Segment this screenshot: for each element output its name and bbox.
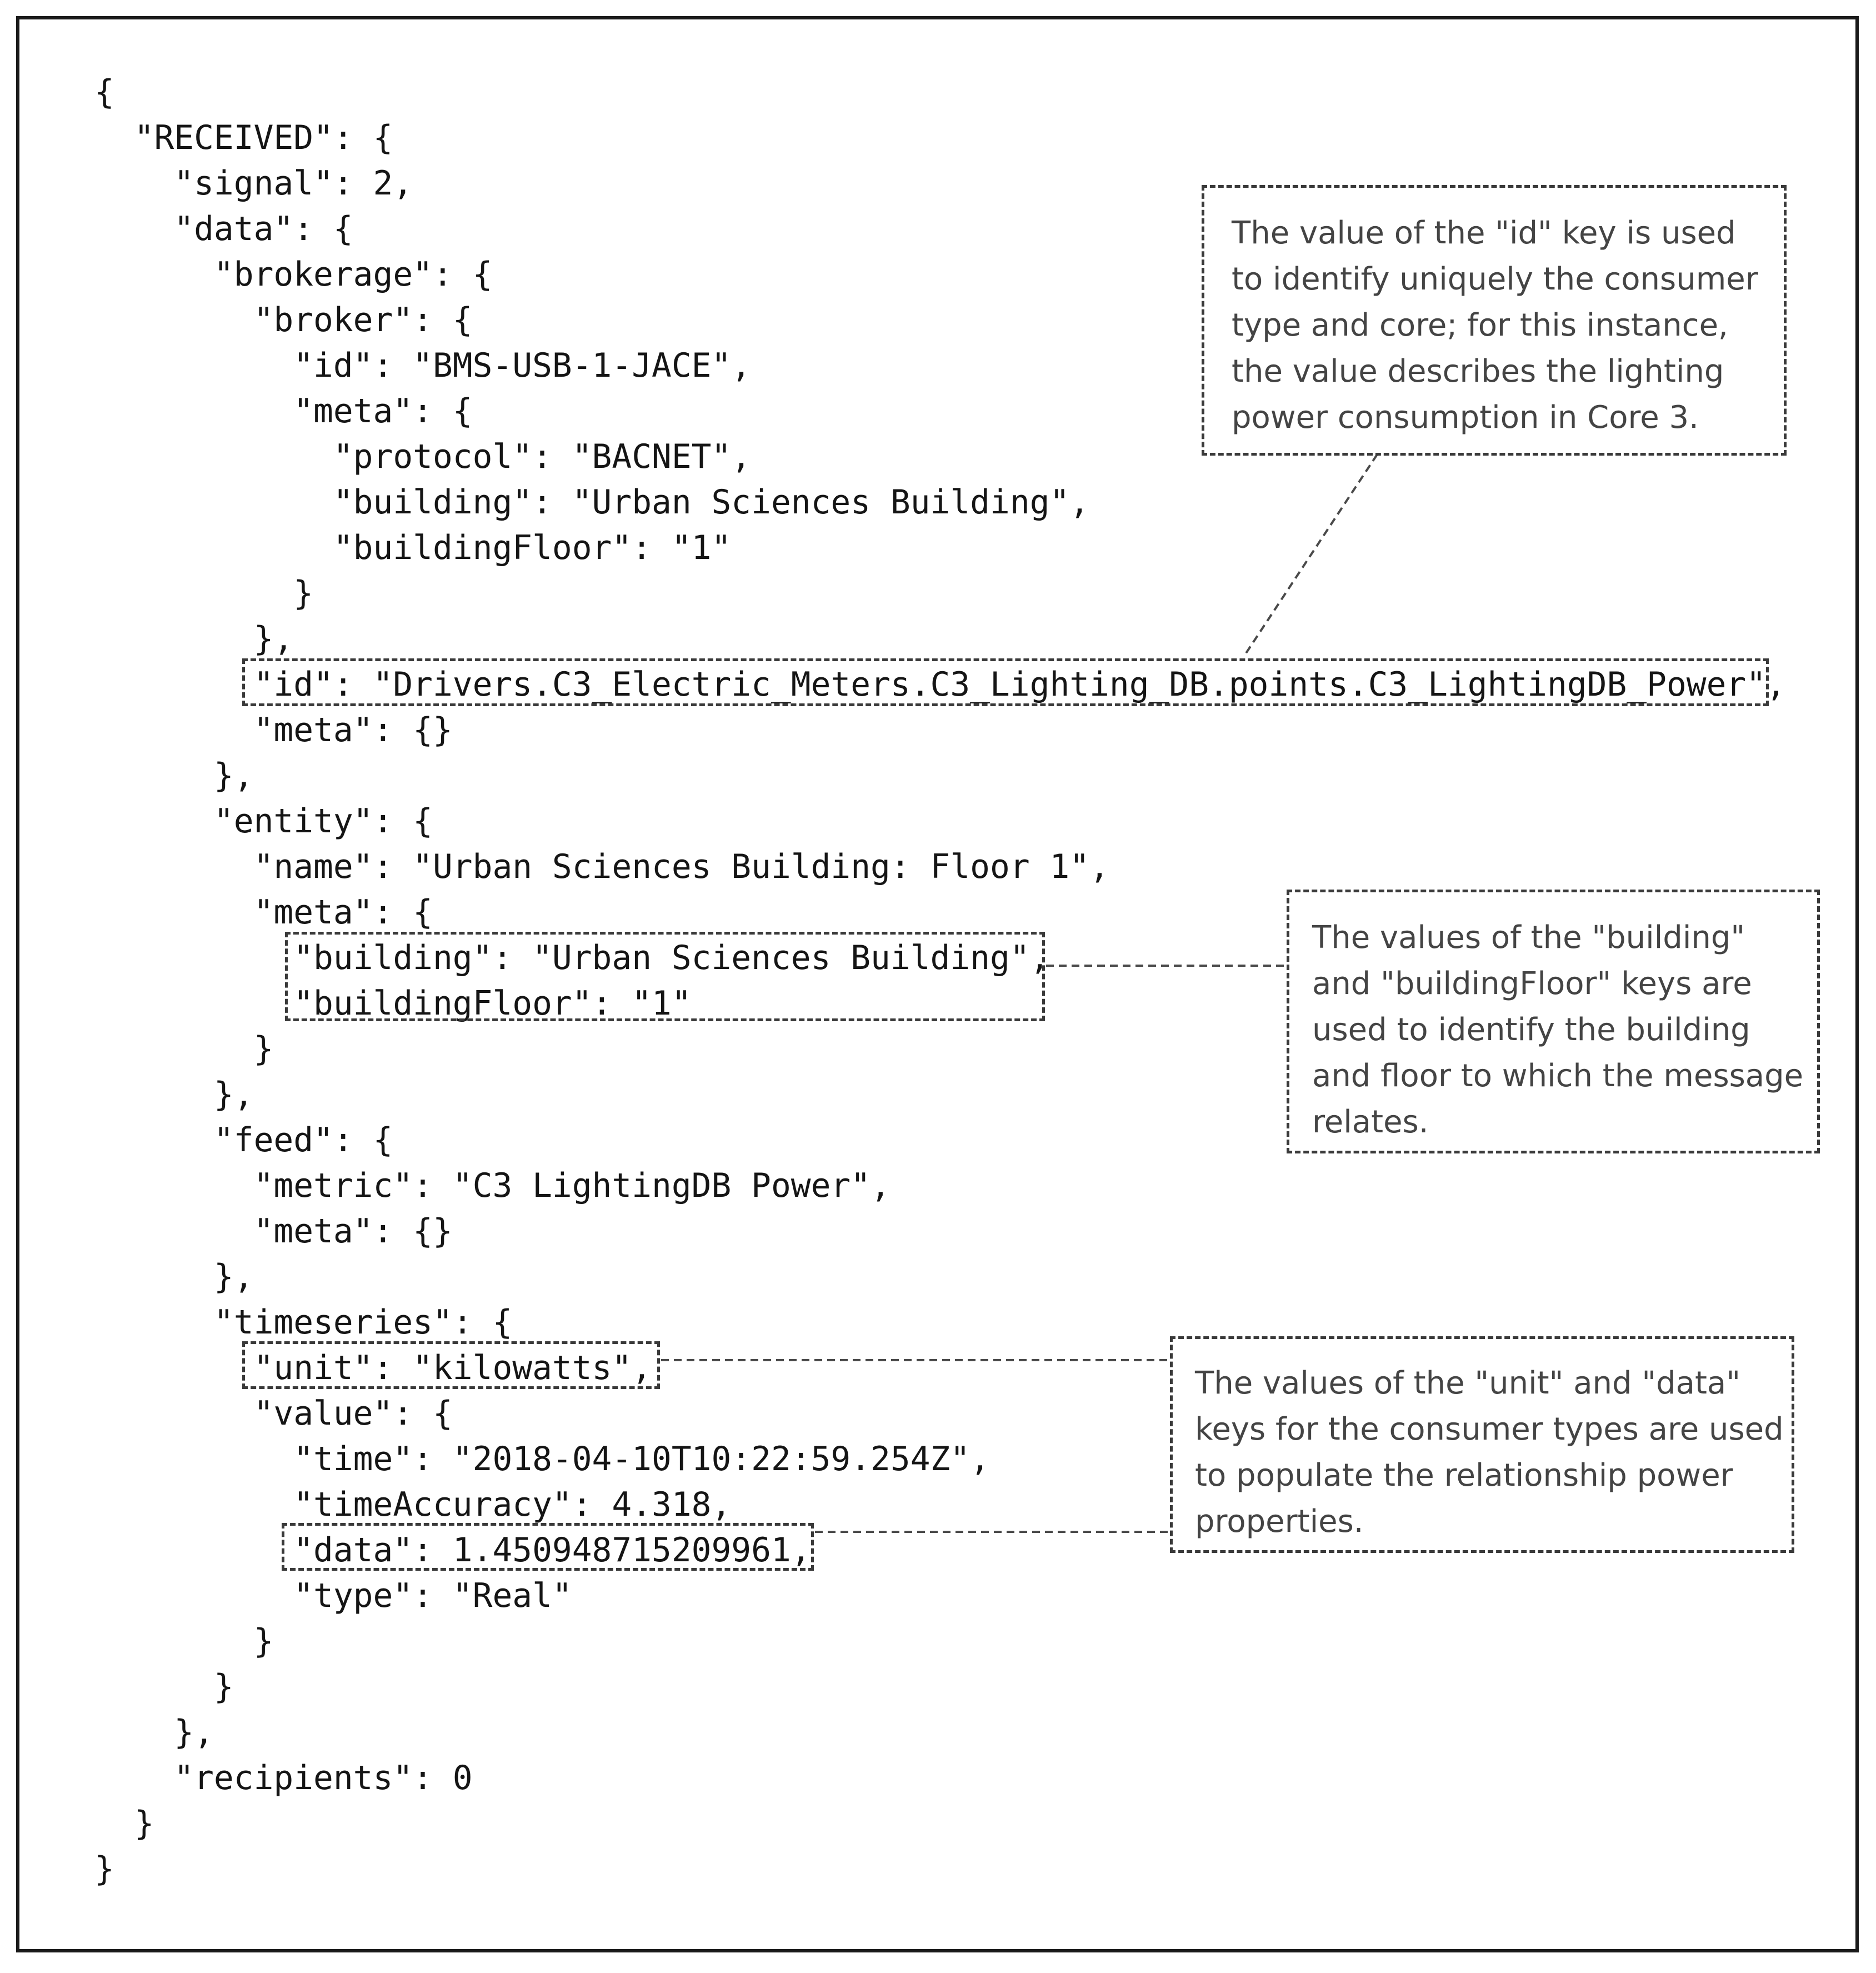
code-line: "brokerage": {: [94, 256, 493, 294]
code-line: "data": 1.450948715209961,: [94, 1531, 811, 1570]
annotation-line: to populate the relationship power: [1195, 1457, 1733, 1494]
annotation-line: and floor to which the message: [1312, 1058, 1804, 1094]
code-line: },: [94, 1076, 254, 1114]
code-line: "meta": {}: [94, 711, 453, 750]
code-line: "id": "Drivers.C3_Electric_Meters.C3_Lig…: [94, 666, 1786, 704]
code-line: "recipients": 0: [94, 1759, 473, 1797]
figure-frame: [16, 16, 1859, 1952]
data-highlight-box: [282, 1523, 814, 1571]
code-line: "RECEIVED": {: [94, 119, 393, 157]
code-line: }: [94, 1850, 114, 1889]
annotation-line: The values of the "unit" and "data": [1195, 1365, 1740, 1401]
code-line: }: [94, 1622, 274, 1661]
code-line: "buildingFloor": "1": [94, 529, 732, 567]
code-line: "unit": "kilowatts",: [94, 1349, 652, 1387]
code-line: "broker": {: [94, 301, 473, 339]
code-line: "building": "Urban Sciences Building",: [94, 483, 1090, 522]
annotation-line: properties.: [1195, 1504, 1364, 1540]
code-line: "type": "Real": [94, 1577, 572, 1615]
annotation-line: and "buildingFloor" keys are: [1312, 966, 1752, 1002]
annotation-line: to identify uniquely the consumer: [1232, 261, 1758, 297]
code-line: "signal": 2,: [94, 164, 413, 203]
code-line: }: [94, 1805, 154, 1843]
code-line: "meta": {}: [94, 1212, 453, 1251]
code-line: "feed": {: [94, 1121, 393, 1160]
code-line: },: [94, 757, 254, 795]
code-line: "metric": "C3 LightingDB Power",: [94, 1167, 891, 1205]
code-line: "buildingFloor": "1": [94, 985, 692, 1023]
annotation-line: The value of the "id" key is used: [1232, 215, 1736, 251]
code-line: }: [94, 575, 314, 613]
building-highlight-box: [285, 932, 1045, 1021]
code-line: "meta": {: [94, 392, 473, 431]
code-line: "entity": {: [94, 802, 433, 841]
annotation-line: The values of the "building": [1312, 920, 1745, 956]
code-line: "name": "Urban Sciences Building: Floor …: [94, 848, 1109, 886]
annotation-line: used to identify the building: [1312, 1012, 1750, 1048]
code-line: "data": {: [94, 210, 353, 248]
code-line: },: [94, 620, 294, 658]
code-line: "building": "Urban Sciences Building",: [94, 939, 1050, 977]
code-line: {: [94, 73, 114, 112]
id-connector: [1243, 453, 1378, 657]
code-line: "timeAccuracy": 4.318,: [94, 1486, 732, 1524]
code-line: "meta": {: [94, 893, 433, 932]
code-line: }: [94, 1668, 234, 1706]
code-line: "time": "2018-04-10T10:22:59.254Z",: [94, 1440, 990, 1478]
code-line: "value": {: [94, 1395, 453, 1433]
building-annotation: The values of the "building" and "buildi…: [1287, 890, 1820, 1153]
code-line: "protocol": "BACNET",: [94, 438, 752, 476]
id-annotation: The value of the "id" key is used to ide…: [1202, 185, 1787, 456]
annotation-line: keys for the consumer types are used: [1195, 1411, 1784, 1447]
code-line: },: [94, 1258, 254, 1296]
code-line: "id": "BMS-USB-1-JACE",: [94, 347, 752, 385]
annotation-line: the value describes the lighting: [1232, 353, 1724, 389]
code-line: }: [94, 1030, 274, 1068]
code-line: "timeseries": {: [94, 1303, 513, 1342]
annotation-line: power consumption in Core 3.: [1232, 399, 1699, 436]
id-highlight-box: [242, 658, 1769, 706]
code-line: },: [94, 1714, 214, 1752]
unit-data-annotation: The values of the "unit" and "data" keys…: [1170, 1336, 1794, 1553]
unit-highlight-box: [242, 1341, 660, 1389]
annotation-line: type and core; for this instance,: [1232, 307, 1728, 343]
annotation-line: relates.: [1312, 1104, 1429, 1140]
